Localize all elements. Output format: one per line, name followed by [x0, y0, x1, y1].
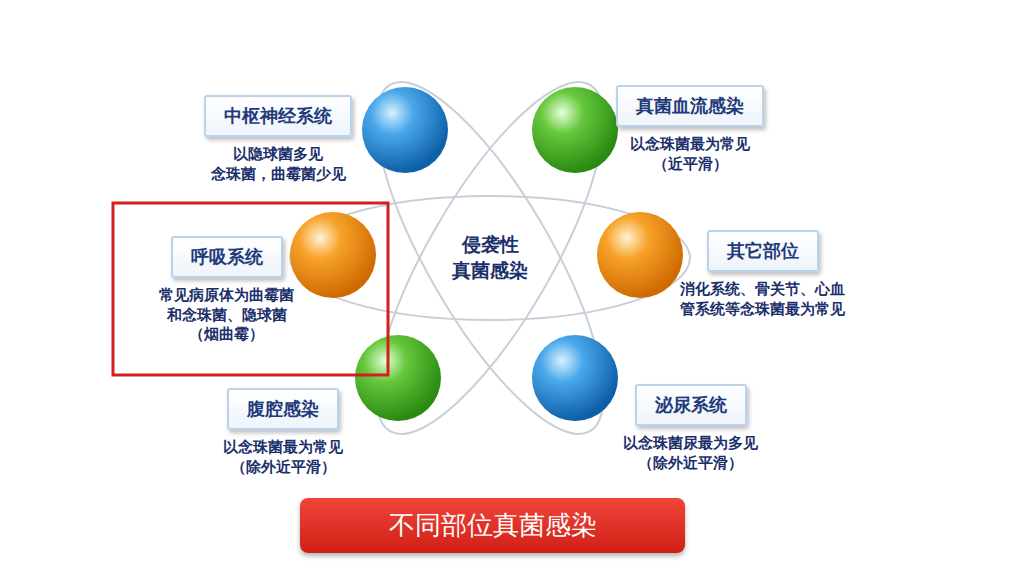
center-label: 侵袭性 真菌感染	[452, 232, 528, 283]
category-node: 呼吸系统常见病原体为曲霉菌 和念珠菌、隐球菌 （烟曲霉）	[159, 236, 294, 345]
category-label: 呼吸系统	[171, 236, 283, 278]
category-node: 中枢神经系统以隐球菌多见 念珠菌，曲霉菌少见	[204, 95, 352, 184]
category-description: 以念珠菌尿最为多见 （除外近平滑）	[623, 434, 758, 473]
category-label: 其它部位	[707, 230, 819, 272]
category-label: 中枢神经系统	[204, 95, 352, 137]
category-node: 其它部位消化系统、骨关节、心血 管系统等念珠菌最为常见	[680, 230, 845, 319]
title-banner: 不同部位真菌感染	[300, 498, 685, 553]
category-description: 以念珠菌最为常见 （近平滑）	[630, 135, 750, 174]
category-label: 腹腔感染	[227, 388, 339, 430]
category-label: 泌尿系统	[635, 384, 747, 426]
category-description: 以念珠菌最为常见 （除外近平滑）	[223, 438, 343, 477]
category-node: 腹腔感染以念珠菌最为常见 （除外近平滑）	[223, 388, 343, 477]
category-description: 常见病原体为曲霉菌 和念珠菌、隐球菌 （烟曲霉）	[159, 286, 294, 345]
category-label: 真菌血流感染	[616, 85, 764, 127]
category-description: 以隐球菌多见 念珠菌，曲霉菌少见	[211, 145, 346, 184]
category-description: 消化系统、骨关节、心血 管系统等念珠菌最为常见	[680, 280, 845, 319]
spheres	[290, 87, 683, 421]
category-node: 泌尿系统以念珠菌尿最为多见 （除外近平滑）	[623, 384, 758, 473]
category-node: 真菌血流感染以念珠菌最为常见 （近平滑）	[616, 85, 764, 174]
highlight-frame	[113, 203, 388, 375]
